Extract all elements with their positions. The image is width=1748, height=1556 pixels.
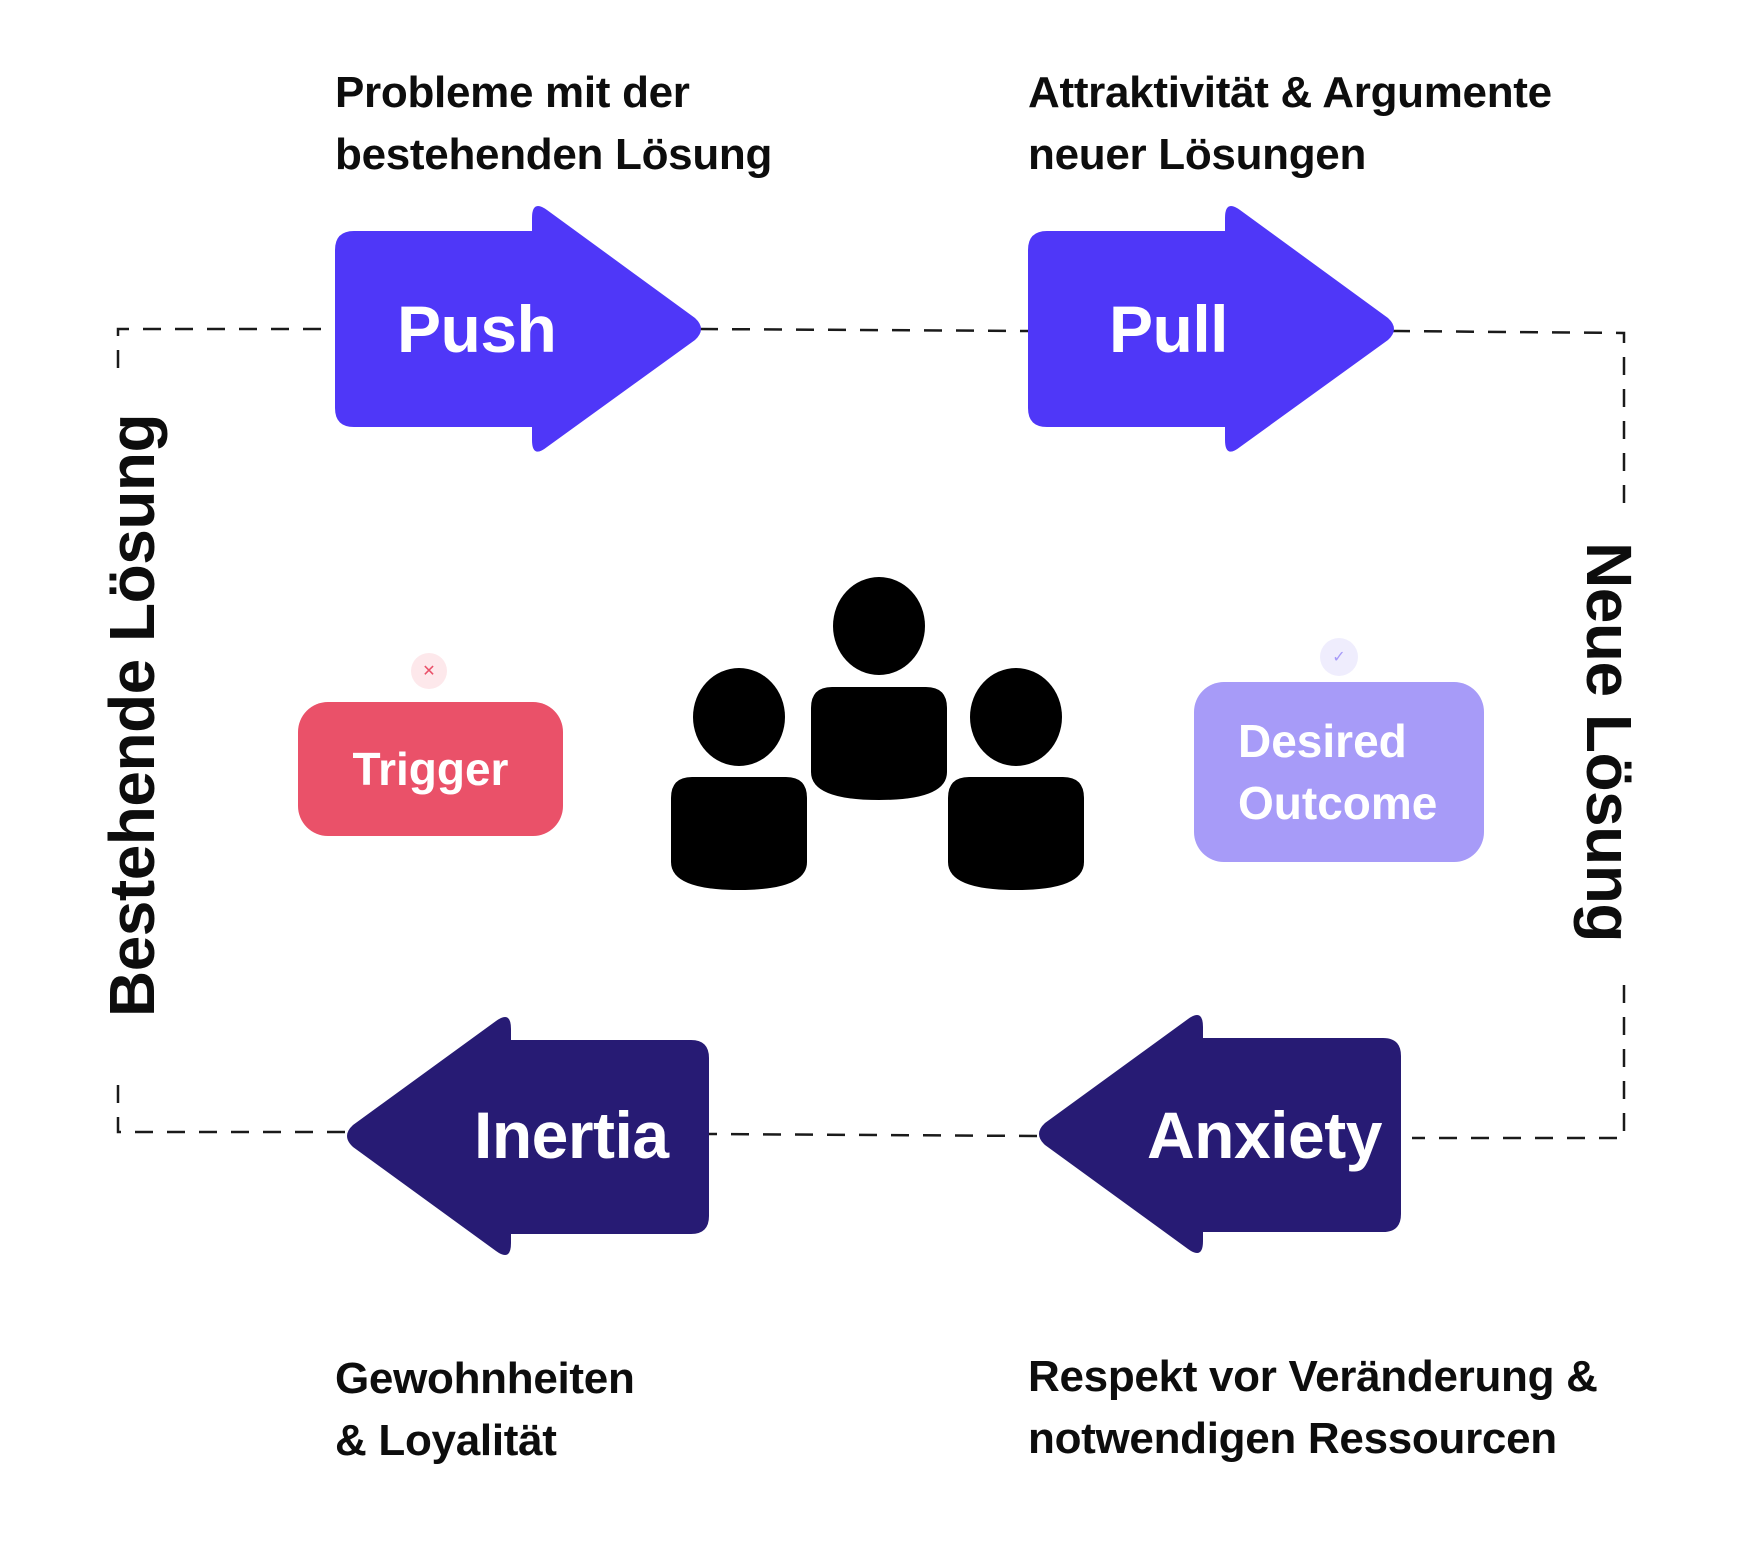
push-caption: Probleme mit der bestehenden Lösung [335,62,772,186]
push-caption-line: bestehenden Lösung [335,130,773,179]
check-icon: ✓ [1332,649,1346,666]
person-icon-right [948,668,1084,890]
existing-solution-label: Bestehende Lösung [96,413,168,1017]
pull-arrow [1028,205,1394,452]
pull-label: Pull [1109,292,1229,366]
close-icon: ✕ [422,663,436,680]
desired-outcome-label-line: Outcome [1238,777,1438,829]
frame-top-left [116,327,335,368]
frame-top-right [1391,329,1626,512]
frame-right-bottom [1412,985,1626,1140]
trigger-box: Trigger [298,702,563,836]
anxiety-caption-line: notwendigen Ressourcen [1028,1414,1557,1463]
frame-top-mid [699,327,1029,333]
pull-caption-line: neuer Lösungen [1028,130,1367,179]
person-icon-left [671,668,807,890]
anxiety-arrow [1039,1014,1401,1254]
inertia-caption-line: & Loyalität [335,1416,557,1465]
anxiety-caption: Respekt vor Veränderung & notwendigen Re… [1028,1346,1598,1470]
pull-caption: Attraktivität & Argumente neuer Lösungen [1028,62,1552,186]
frame-bottom-left [116,1080,345,1134]
desired-outcome-label-line: Desired [1238,715,1407,767]
push-arrow [335,205,701,452]
pull-caption-line: Attraktivität & Argumente [1028,68,1552,117]
inertia-arrow [347,1016,709,1256]
trigger-badge: ✕ [411,653,447,689]
anxiety-caption-line: Respekt vor Veränderung & [1028,1352,1598,1401]
trigger-label: Trigger [352,743,509,795]
new-solution-label: Neue Lösung [1573,542,1645,942]
dashed-frame [116,327,1626,1140]
anxiety-label: Anxiety [1147,1098,1382,1172]
inertia-caption-line: Gewohnheiten [335,1354,635,1403]
people-group-icon [671,577,1084,890]
inertia-label: Inertia [474,1098,669,1172]
inertia-caption: Gewohnheiten & Loyalität [335,1348,635,1472]
push-label: Push [397,292,557,366]
desired-outcome-box: Desired Outcome [1194,682,1484,862]
frame-bottom-mid [707,1132,1038,1138]
person-icon-center [811,577,947,800]
desired-outcome-badge: ✓ [1320,638,1358,676]
push-caption-line: Probleme mit der [335,68,690,117]
